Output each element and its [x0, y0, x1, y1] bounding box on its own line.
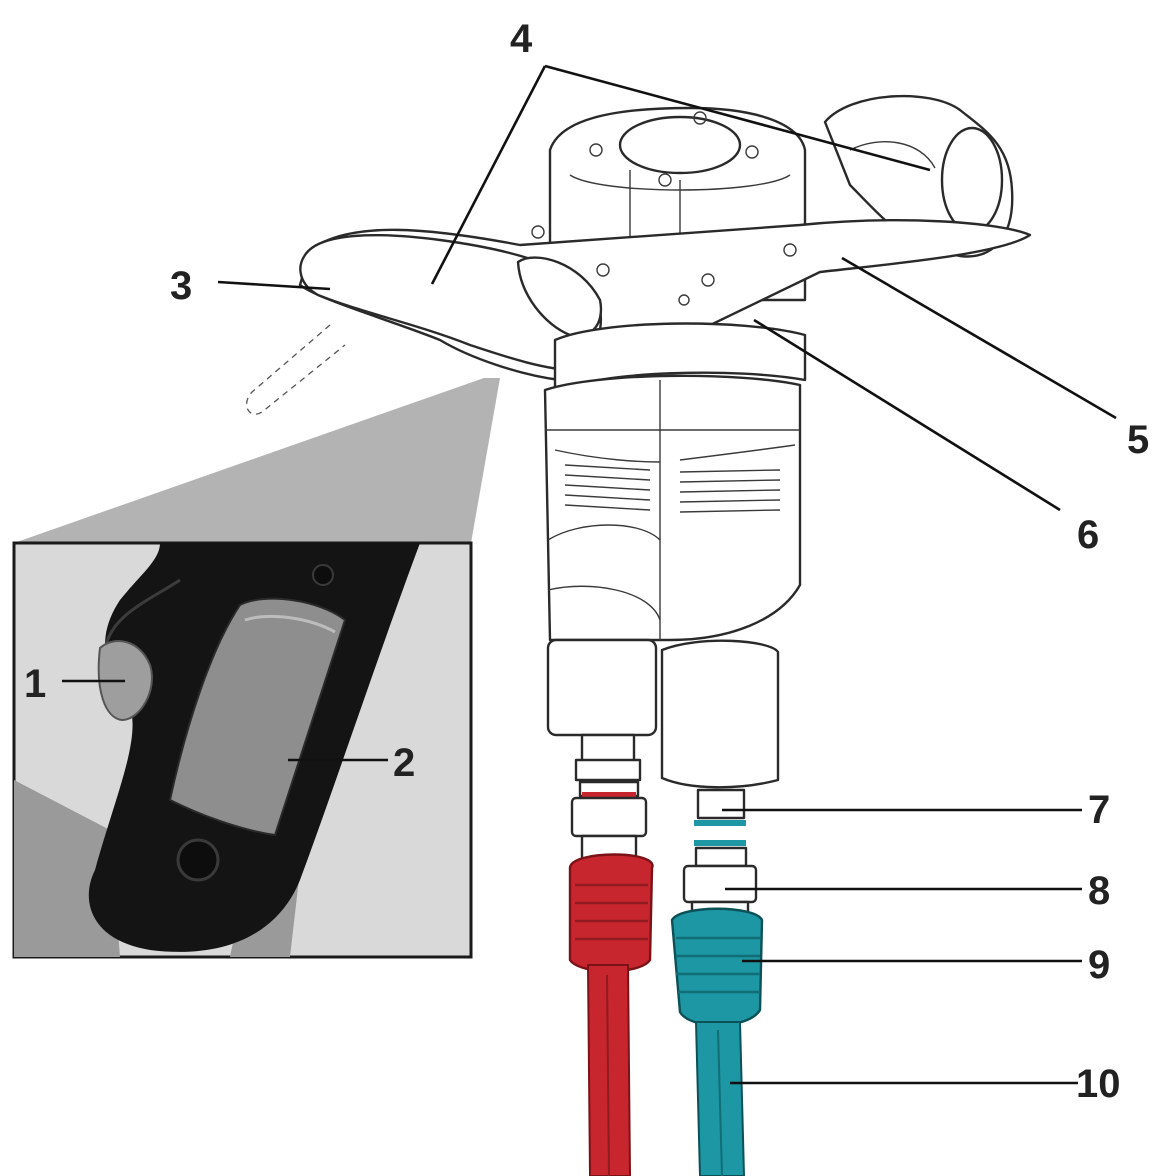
- callout-9: 9: [1088, 943, 1110, 987]
- leader-6: [753, 318, 1061, 512]
- hose-teal: [670, 907, 764, 1176]
- callout-7: 7: [1088, 788, 1110, 832]
- callout-6: 6: [1077, 513, 1099, 557]
- callout-8: 8: [1088, 869, 1110, 913]
- detail-inset: [12, 541, 473, 959]
- leader-5: [841, 256, 1117, 420]
- callout-5: 5: [1127, 418, 1149, 462]
- safety-lever: [168, 597, 347, 837]
- trigger-button: [97, 640, 153, 722]
- callout-2: 2: [393, 741, 415, 785]
- leader-4a: [430, 65, 547, 285]
- callout-labels: 1 2 3 4 5 6 7 8 9 10: [24, 17, 1149, 1106]
- callout-1: 1: [24, 662, 46, 706]
- leader-lines: [62, 64, 1117, 1085]
- hose-red: [568, 853, 654, 1176]
- callout-10: 10: [1076, 1062, 1121, 1106]
- callout-4: 4: [510, 17, 533, 61]
- leader-3: [217, 280, 331, 291]
- leader-4b: [544, 64, 931, 172]
- magnifier-wedge: [14, 378, 500, 543]
- callout-3: 3: [170, 264, 192, 308]
